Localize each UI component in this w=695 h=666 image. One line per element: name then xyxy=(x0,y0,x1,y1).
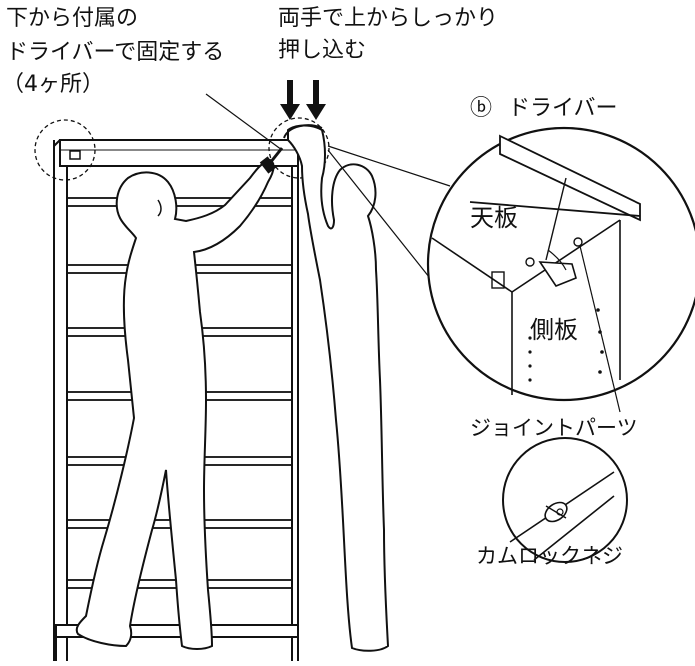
screwdriver xyxy=(259,147,284,174)
side-board-label: 側板 xyxy=(530,316,578,344)
detail-circle-left xyxy=(34,119,96,181)
detail-magnified xyxy=(426,126,695,413)
push-arrows xyxy=(280,80,326,120)
detail-cam-lock xyxy=(502,437,628,563)
screw-instruction-line3: （4ヶ所） xyxy=(2,72,104,97)
cam-lock-label: カムロックネジ xyxy=(476,544,623,568)
driver-label: ドライバー xyxy=(508,96,618,121)
top-board-label: 天板 xyxy=(470,204,518,232)
push-instruction-line1: 両手で上からしっかり xyxy=(278,6,499,31)
person-right xyxy=(287,124,390,652)
joint-parts-label: ジョイントパーツ xyxy=(470,416,638,440)
driver-marker: ⓑ xyxy=(470,96,493,121)
push-instruction-line2: 押し込む xyxy=(278,38,367,63)
screw-instruction-line2: ドライバーで固定する xyxy=(6,40,225,65)
person-left xyxy=(75,158,275,650)
screw-instruction-line1: 下から付属の xyxy=(6,6,139,31)
detail-circle-right xyxy=(268,117,330,179)
